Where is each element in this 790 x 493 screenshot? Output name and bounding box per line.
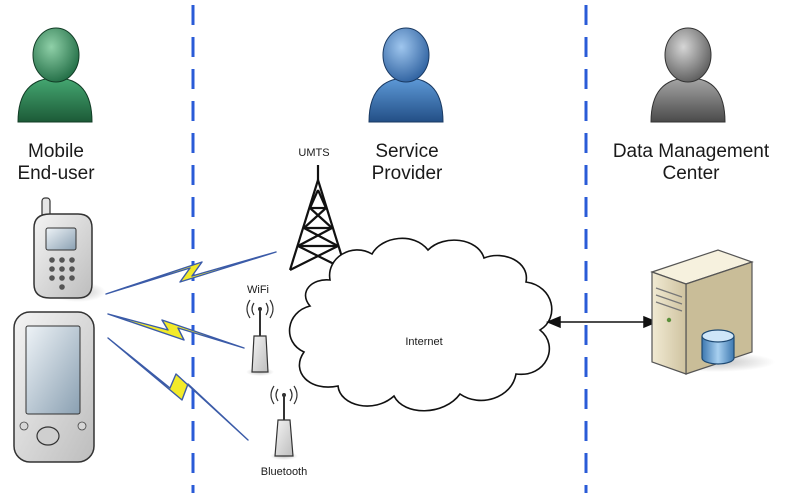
role-label-line: End-user: [17, 163, 95, 185]
role-label-mobile-user: Mobile End-user: [4, 141, 108, 186]
mobile-phone-icon: [33, 197, 106, 302]
internet-server-connection: [546, 315, 658, 329]
cell-tower-icon: [288, 165, 348, 271]
wireless-link-umts: [105, 251, 277, 295]
pda-icon: [13, 311, 95, 463]
wifi-label: WiFi: [247, 284, 269, 296]
person-icon: [368, 27, 444, 123]
role-label-data-center: Data Management Center: [600, 141, 782, 186]
role-label-line: Service: [375, 141, 439, 162]
person-icon: [17, 27, 93, 123]
cloud-icon: [288, 237, 553, 412]
umts-label: UMTS: [298, 147, 330, 159]
role-label-service-provider: Service Provider: [352, 141, 462, 186]
database-icon: [701, 329, 735, 365]
wireless-link-bluetooth: [107, 337, 249, 441]
role-label-line: Provider: [371, 163, 443, 185]
wifi-access-point-icon: [246, 299, 274, 376]
internet-label: Internet: [405, 336, 443, 348]
bluetooth-label: Bluetooth: [260, 466, 308, 478]
role-label-line: Data Management: [612, 141, 770, 162]
wireless-link-wifi: [107, 313, 245, 349]
role-label-line: Center: [662, 163, 720, 185]
person-icon: [650, 27, 726, 123]
bluetooth-device-icon: [270, 385, 298, 460]
role-label-line: Mobile: [28, 141, 84, 162]
